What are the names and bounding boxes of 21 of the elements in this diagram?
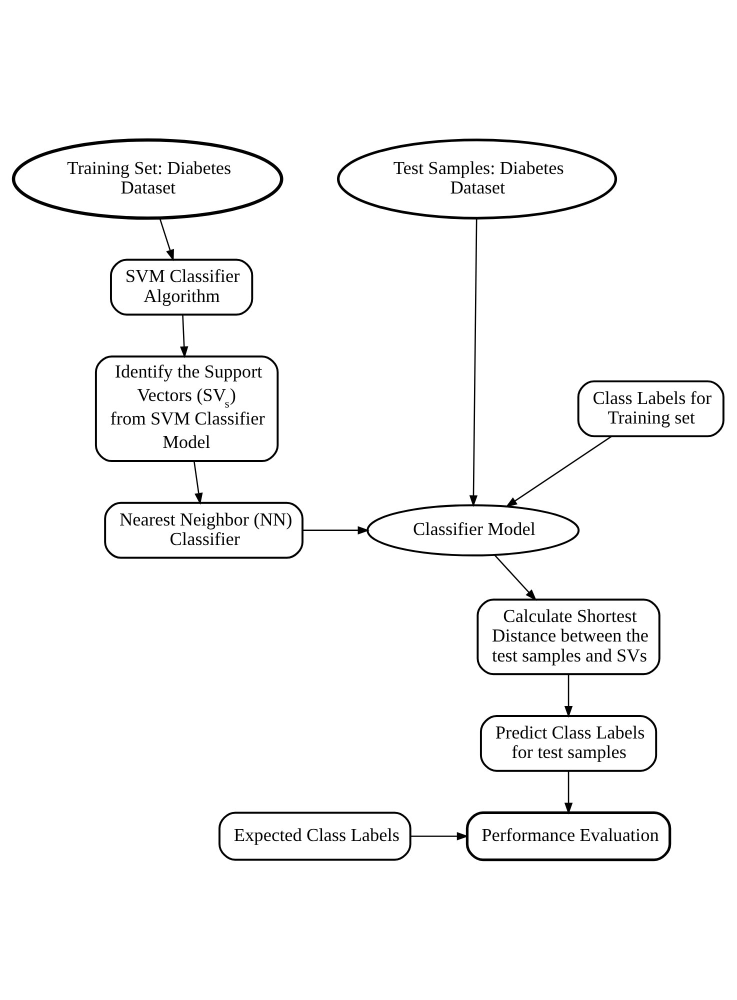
node-box: Expected Class Labels: [218, 812, 412, 861]
node-box: Calculate Shortest Distance between the test samples and SVs: [476, 598, 660, 676]
node-box: Nearest Neighbor (NN) Classifier: [104, 502, 304, 559]
arrow: [564, 674, 573, 718]
arrow: [410, 832, 469, 840]
node-box: SVM Classifier Algorithm: [110, 258, 254, 316]
node-box: Predict Class Labels for test samples: [480, 714, 658, 772]
node-ellipse: Training Set: Diabetes Dataset: [12, 138, 284, 220]
arrow: [180, 314, 188, 358]
node-ellipse: Classifier Model: [366, 504, 580, 556]
arrow: [494, 554, 537, 601]
arrow: [505, 436, 612, 508]
arrow: [302, 526, 370, 534]
arrow: [159, 218, 174, 262]
node-ellipse: Test Samples: Diabetes Dataset: [336, 138, 618, 220]
node-box: Class Labels for Training set: [577, 380, 724, 438]
arrow: [193, 461, 203, 505]
arrow: [469, 218, 478, 508]
node-box: Identify the Support Vectors (SV$_{s}$) from SVM Classifier Model: [94, 355, 279, 462]
arrow: [564, 771, 573, 814]
node-box: Performance Evaluation: [466, 811, 672, 862]
